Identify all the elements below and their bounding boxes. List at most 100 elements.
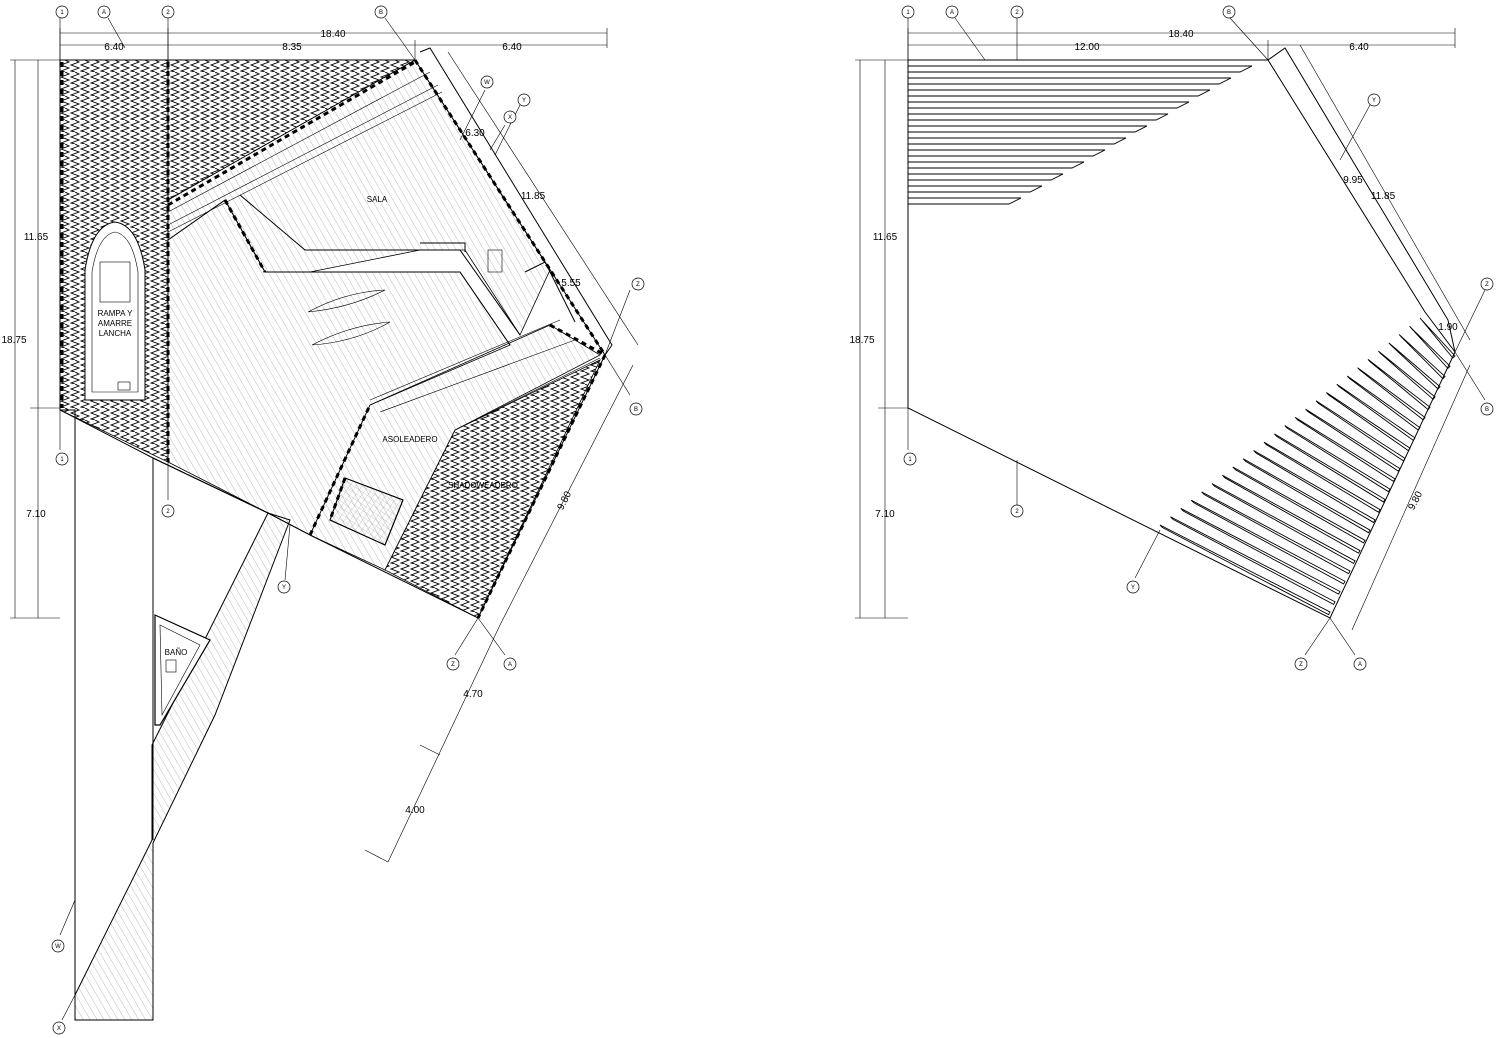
svg-text:1: 1 bbox=[906, 10, 910, 16]
left-dim-left-upper: 11.65 bbox=[24, 232, 49, 243]
svg-text:B: B bbox=[634, 407, 638, 413]
svg-text:Y: Y bbox=[522, 98, 526, 104]
svg-text:1: 1 bbox=[60, 10, 64, 16]
upper-stair-step bbox=[907, 89, 1211, 97]
left-plan: 18.40 6.40 8.35 6.40 11.65 18.75 7.10 6.… bbox=[1, 5, 645, 1035]
svg-text:W: W bbox=[484, 80, 490, 86]
lower-stair-step bbox=[1419, 317, 1456, 359]
lower-stair-step bbox=[1242, 458, 1371, 534]
room-boat-label-3: LANCHA bbox=[99, 329, 132, 338]
lower-stair-step bbox=[1398, 334, 1446, 380]
lower-stair-step bbox=[1294, 416, 1396, 483]
upper-stair-step bbox=[907, 185, 1043, 193]
svg-text:2: 2 bbox=[1015, 10, 1019, 16]
left-dim-diag-w: 6.30 bbox=[465, 128, 485, 139]
svg-text:A: A bbox=[508, 662, 512, 668]
svg-text:B: B bbox=[379, 10, 383, 16]
left-dim-top-total: 18.40 bbox=[320, 29, 345, 40]
upper-stair-step bbox=[907, 161, 1085, 169]
upper-stair-step bbox=[907, 197, 1022, 205]
left-dim-top-seg2: 8.35 bbox=[282, 42, 302, 53]
svg-text:B: B bbox=[1227, 10, 1231, 16]
svg-text:Y: Y bbox=[1372, 98, 1376, 104]
svg-text:Y: Y bbox=[1131, 585, 1135, 591]
left-dim-top-seg3: 6.40 bbox=[502, 42, 522, 53]
svg-text:Z: Z bbox=[636, 282, 640, 288]
left-dim-diag-side: 9.80 bbox=[555, 489, 574, 512]
right-dim-top-seg2: 6.40 bbox=[1349, 42, 1369, 53]
lower-stair-step bbox=[1388, 342, 1441, 390]
lower-stair-step bbox=[1305, 408, 1401, 472]
skylight-1 bbox=[307, 289, 386, 313]
lower-stair-step bbox=[1346, 375, 1421, 431]
lower-stair-step bbox=[1159, 524, 1331, 616]
right-dimension-lines bbox=[855, 28, 1471, 631]
left-dim-pier-2: 4.00 bbox=[405, 805, 425, 816]
upper-stair-step bbox=[907, 113, 1169, 121]
svg-text:A: A bbox=[950, 10, 954, 16]
boat-icon bbox=[84, 221, 146, 401]
svg-text:W: W bbox=[55, 944, 61, 950]
svg-text:2: 2 bbox=[166, 509, 170, 515]
right-dim-left-upper: 11.65 bbox=[873, 232, 898, 243]
svg-text:A: A bbox=[1358, 662, 1362, 668]
room-boat-label-2: AMARRE bbox=[98, 319, 132, 328]
lower-stair-step bbox=[1315, 400, 1406, 462]
pier-walkway bbox=[74, 512, 291, 1021]
left-dim-top-seg1: 6.40 bbox=[104, 42, 124, 53]
svg-text:A: A bbox=[102, 10, 106, 16]
lower-stair-step bbox=[1170, 516, 1336, 606]
right-dim-diag-3: 1.90 bbox=[1438, 322, 1458, 333]
left-grid-bubbles: 1 A 2 B W X Y Z B 1 2 Z A Y W X bbox=[51, 5, 645, 1035]
left-grid-lines bbox=[59, 17, 631, 1021]
svg-text:Z: Z bbox=[451, 662, 455, 668]
right-dim-diag-1: 9.95 bbox=[1343, 175, 1363, 186]
svg-text:1: 1 bbox=[908, 457, 912, 463]
left-dim-pier-1: 4.70 bbox=[463, 689, 483, 700]
upper-stair-step bbox=[907, 149, 1106, 157]
room-boat-label-1: RAMPA Y bbox=[98, 309, 133, 318]
svg-text:1: 1 bbox=[60, 457, 64, 463]
lower-stair-step bbox=[1222, 474, 1361, 554]
room-sala-label: SALA bbox=[367, 195, 388, 204]
upper-stair-step bbox=[907, 77, 1232, 85]
right-plan: 18.40 12.00 6.40 11.65 18.75 7.10 9.95 1… bbox=[849, 5, 1494, 671]
upper-stair-step bbox=[907, 125, 1148, 133]
left-dim-left-total: 18.75 bbox=[1, 335, 26, 346]
svg-text:Z: Z bbox=[1299, 662, 1303, 668]
upper-stair-lines bbox=[907, 65, 1253, 205]
lower-stair-step bbox=[1190, 499, 1346, 585]
lower-stair-step bbox=[1326, 392, 1411, 452]
lower-stair-step bbox=[1201, 491, 1351, 575]
lower-stair-step bbox=[1180, 508, 1341, 595]
left-dimension-lines bbox=[10, 28, 639, 863]
pier-left-edge bbox=[60, 409, 76, 1020]
lower-stair-step bbox=[1211, 483, 1356, 565]
lower-stair-step bbox=[1378, 350, 1436, 400]
lower-stair-step bbox=[1274, 433, 1386, 503]
lower-stair-step bbox=[1253, 450, 1376, 524]
left-dim-diag-y: 5.55 bbox=[561, 278, 581, 289]
svg-text:Y: Y bbox=[282, 585, 286, 591]
svg-text:2: 2 bbox=[1015, 509, 1019, 515]
svg-text:X: X bbox=[508, 115, 512, 121]
room-asoleadero-label: ASOLEADERO bbox=[382, 435, 437, 444]
room-sombreadero-label: SHADOWEADERO bbox=[448, 481, 518, 490]
svg-text:X: X bbox=[57, 1026, 61, 1032]
bathroom-inner bbox=[159, 624, 201, 717]
room-bano-label: BAÑO bbox=[165, 648, 188, 657]
toilet-icon bbox=[165, 659, 177, 673]
left-dim-left-lower: 7.10 bbox=[26, 509, 46, 520]
lower-stair-step bbox=[1357, 367, 1426, 421]
right-dim-left-lower: 7.10 bbox=[875, 509, 895, 520]
upper-stair-step bbox=[907, 173, 1064, 181]
svg-text:2: 2 bbox=[166, 10, 170, 16]
left-dim-diag-x: 11.85 bbox=[521, 191, 546, 202]
right-dim-diag-side: 9.80 bbox=[1406, 489, 1425, 512]
upper-stair-step bbox=[907, 101, 1190, 109]
lower-stair-step bbox=[1263, 441, 1381, 513]
lower-stair-step bbox=[1367, 359, 1431, 411]
skylight-2 bbox=[311, 321, 391, 346]
lower-stair-lines bbox=[1159, 317, 1456, 616]
right-dim-top-seg1: 12.00 bbox=[1074, 42, 1099, 53]
